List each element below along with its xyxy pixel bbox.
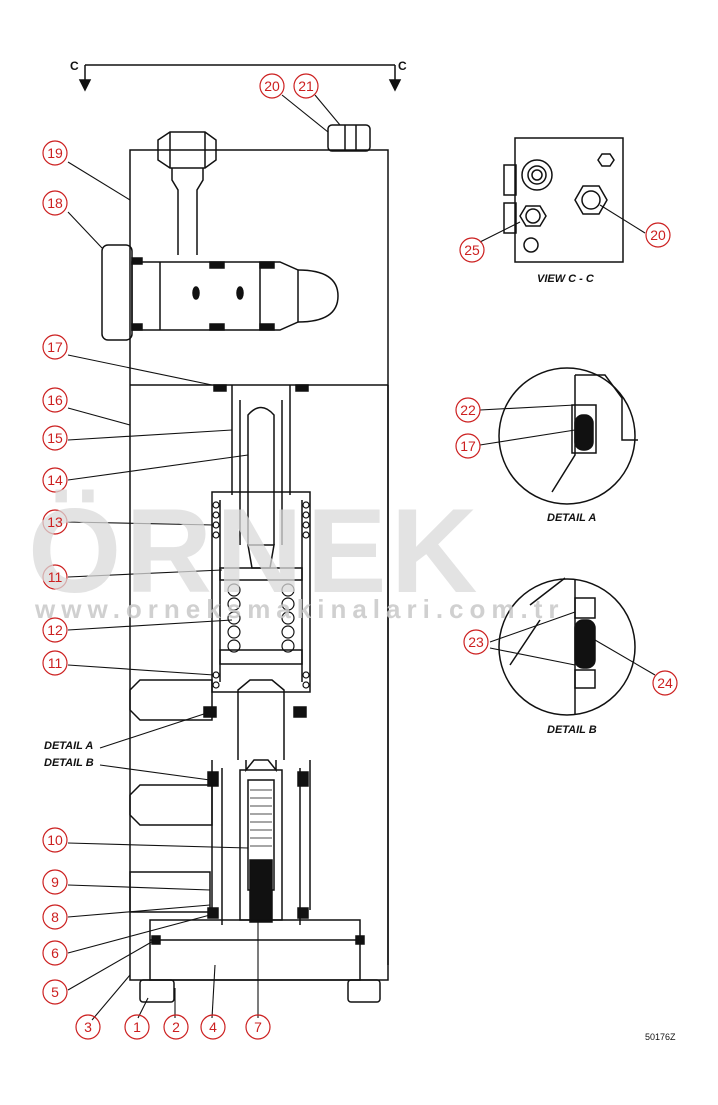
detail-a-drawing xyxy=(498,367,638,505)
detail-b-drawing xyxy=(498,577,636,716)
callout-1: 1 xyxy=(133,1019,141,1035)
callout-24: 24 xyxy=(657,675,673,691)
callout-15: 15 xyxy=(47,430,63,446)
callout-2: 2 xyxy=(172,1019,180,1035)
callout-11-upper: 11 xyxy=(48,569,63,585)
callout-17-detail: 17 xyxy=(460,438,476,454)
detail-a-reference: DETAIL A xyxy=(44,740,93,752)
callout-23: 23 xyxy=(468,634,484,650)
callout-20-view: 20 xyxy=(650,227,666,243)
callout-12: 12 xyxy=(47,622,63,638)
view-cc-title: VIEW C - C xyxy=(537,273,595,285)
callout-7: 7 xyxy=(254,1019,262,1035)
upper-cartridge xyxy=(101,244,339,341)
callout-8: 8 xyxy=(51,909,59,925)
base-plate xyxy=(139,919,381,1003)
callout-18: 18 xyxy=(47,195,63,211)
callout-19: 19 xyxy=(47,145,63,161)
callout-14: 14 xyxy=(47,472,63,488)
watermark-url: www.orneksmakinalari.com.tr xyxy=(34,594,565,624)
detail-b-title: DETAIL B xyxy=(547,724,597,736)
top-cap-fitting xyxy=(157,124,371,255)
callout-13: 13 xyxy=(47,514,63,530)
callout-5: 5 xyxy=(51,984,59,1000)
detail-b-reference: DETAIL B xyxy=(44,757,94,769)
section-line-cc xyxy=(78,64,402,92)
detail-a-title: DETAIL A xyxy=(547,512,596,524)
callout-25: 25 xyxy=(464,242,480,258)
section-marker-left: C xyxy=(70,59,79,73)
callout-6: 6 xyxy=(51,945,59,961)
drawing-code: 50176Z xyxy=(645,1032,676,1042)
callout-circles xyxy=(42,73,678,1040)
callout-20-top: 20 xyxy=(264,78,280,94)
callout-21: 21 xyxy=(298,78,314,94)
callout-22: 22 xyxy=(460,402,476,418)
watermark-brand: ÖRNEK xyxy=(28,484,481,618)
view-cc-drawing xyxy=(503,137,624,263)
central-bore xyxy=(211,384,311,693)
callout-3: 3 xyxy=(84,1019,92,1035)
leader-lines xyxy=(67,94,656,1021)
lower-spool xyxy=(211,679,311,925)
callout-9: 9 xyxy=(51,874,59,890)
section-marker-right: C xyxy=(398,59,407,73)
spool-knurl xyxy=(250,789,272,847)
callout-4: 4 xyxy=(209,1019,217,1035)
callout-10: 10 xyxy=(47,832,63,848)
callout-11-lower: 11 xyxy=(48,655,63,671)
callout-17: 17 xyxy=(47,339,63,355)
callout-16: 16 xyxy=(47,392,63,408)
